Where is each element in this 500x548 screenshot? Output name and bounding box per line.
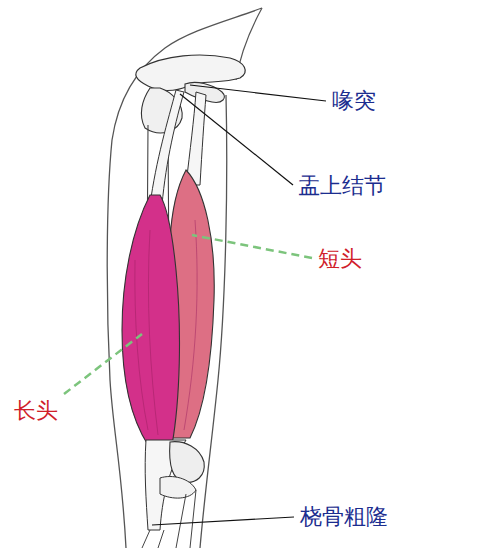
part-label: 桡骨粗隆	[300, 504, 388, 530]
short-head-tendon	[186, 92, 206, 185]
part-label: 短头	[318, 246, 362, 272]
radius-head	[160, 477, 196, 499]
dashed-leader	[192, 235, 312, 258]
elbow-bone	[170, 442, 205, 483]
leader-line	[152, 517, 294, 525]
part-label: 盂上结节	[298, 173, 386, 199]
arm-outline	[107, 8, 262, 548]
muscle-fibres	[135, 220, 197, 435]
leader-line	[190, 85, 326, 101]
part-label: 长头	[14, 398, 58, 424]
forearm-bones	[142, 490, 196, 548]
part-label: 喙突	[332, 88, 376, 114]
long-head-muscle	[122, 195, 179, 445]
dashed-leader	[64, 334, 142, 394]
leader-line	[180, 94, 293, 185]
